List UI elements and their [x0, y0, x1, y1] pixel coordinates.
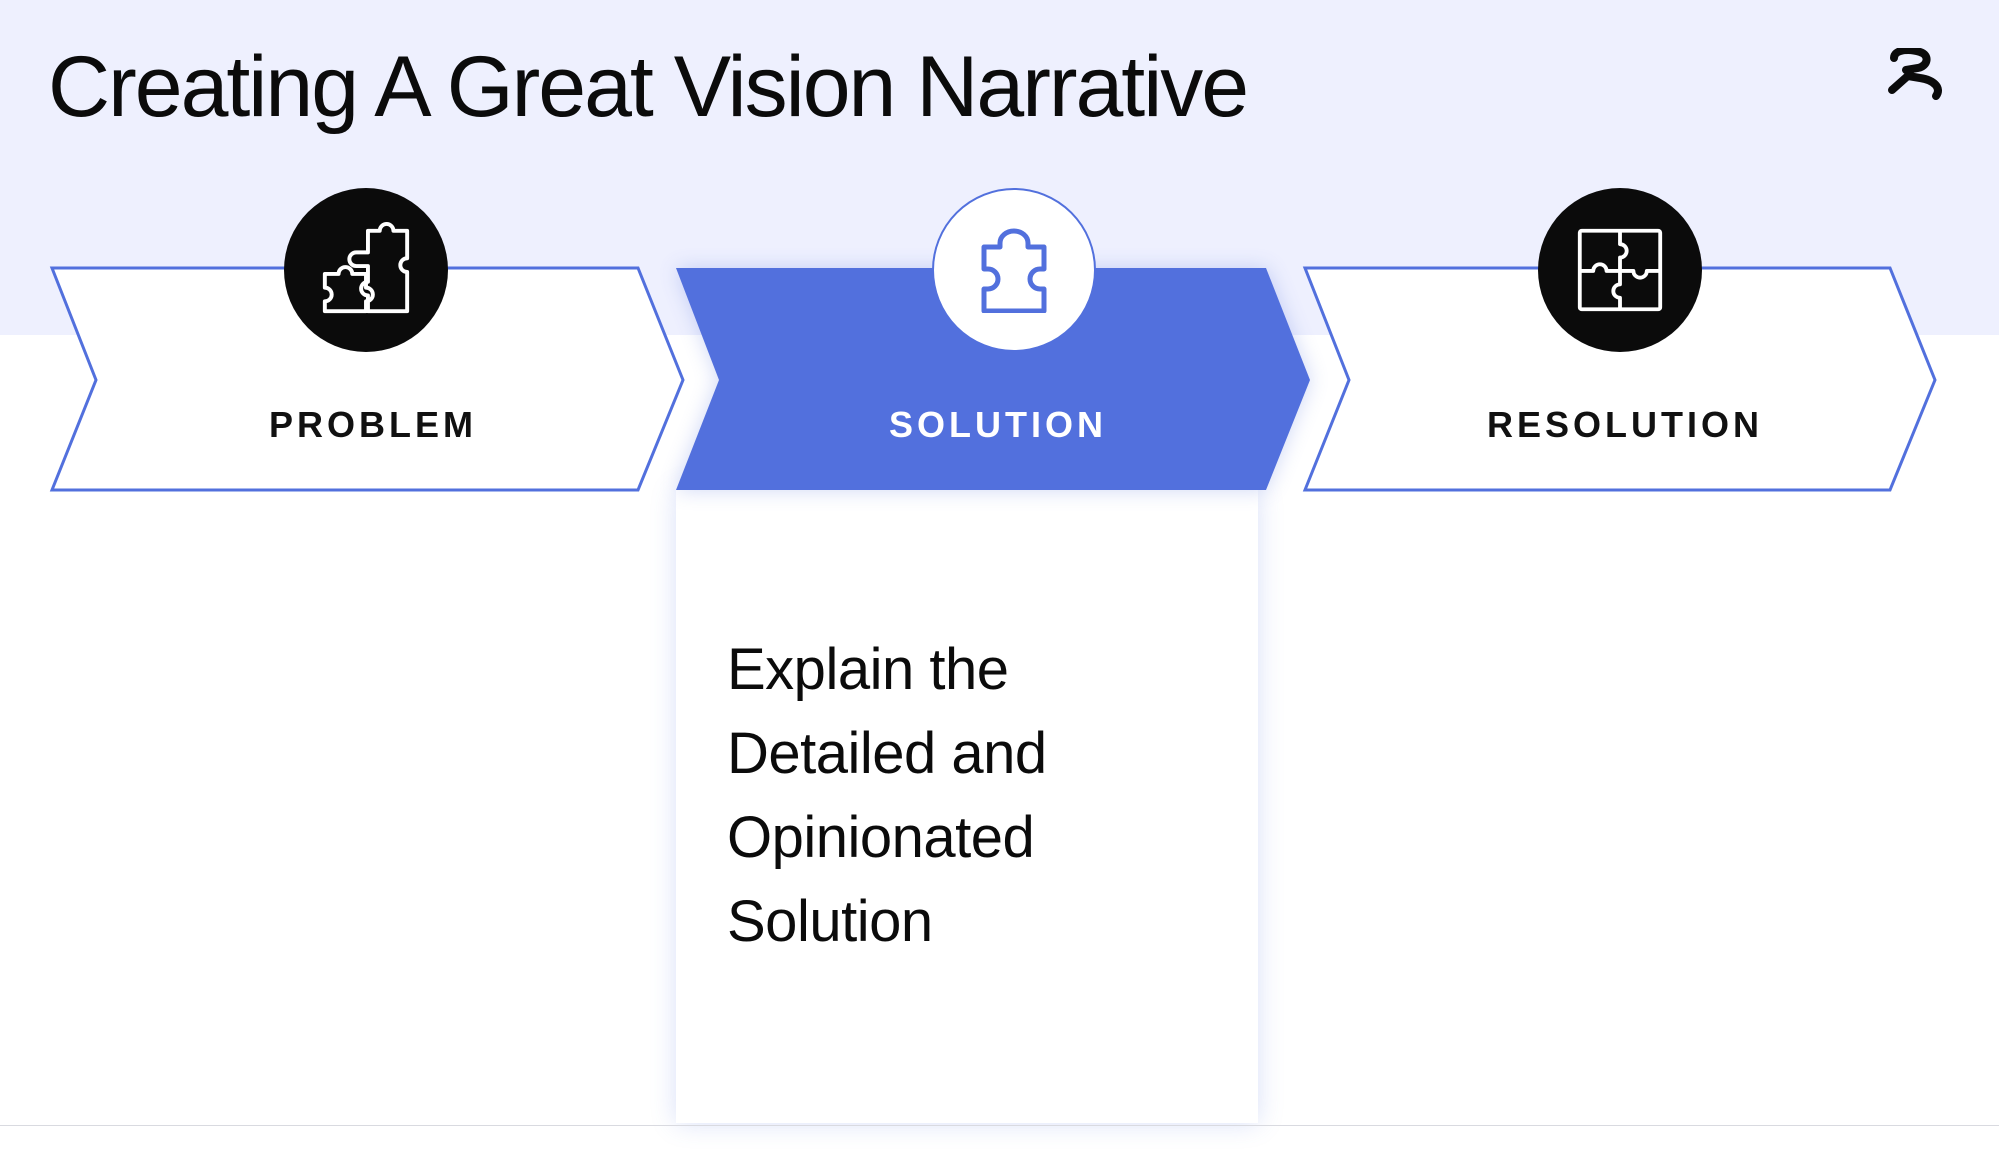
solution-detail-card [676, 490, 1258, 1123]
problem-icon-circle [284, 188, 448, 352]
puzzle-piece-icon [981, 228, 1047, 313]
resolution-icon-circle [1538, 188, 1702, 352]
step-label-solution: SOLUTION [889, 404, 1107, 445]
step-label-problem: PROBLEM [269, 404, 477, 445]
completed-puzzle-icon [1577, 228, 1663, 312]
slide-title: Creating A Great Vision Narrative [48, 39, 1249, 135]
problem-chevron[interactable] [49, 266, 685, 492]
resolution-chevron[interactable] [1302, 266, 1937, 492]
solution-icon-circle [932, 188, 1096, 352]
solution-detail-text: Explain the Detailed and Opinionated Sol… [727, 637, 1047, 954]
puzzle-pieces-icon [322, 222, 410, 314]
step-label-resolution: RESOLUTION [1486, 404, 1763, 445]
solution-chevron[interactable] [676, 268, 1310, 490]
brand-logo-icon [1888, 48, 1942, 100]
bottom-divider [0, 1125, 1999, 1126]
